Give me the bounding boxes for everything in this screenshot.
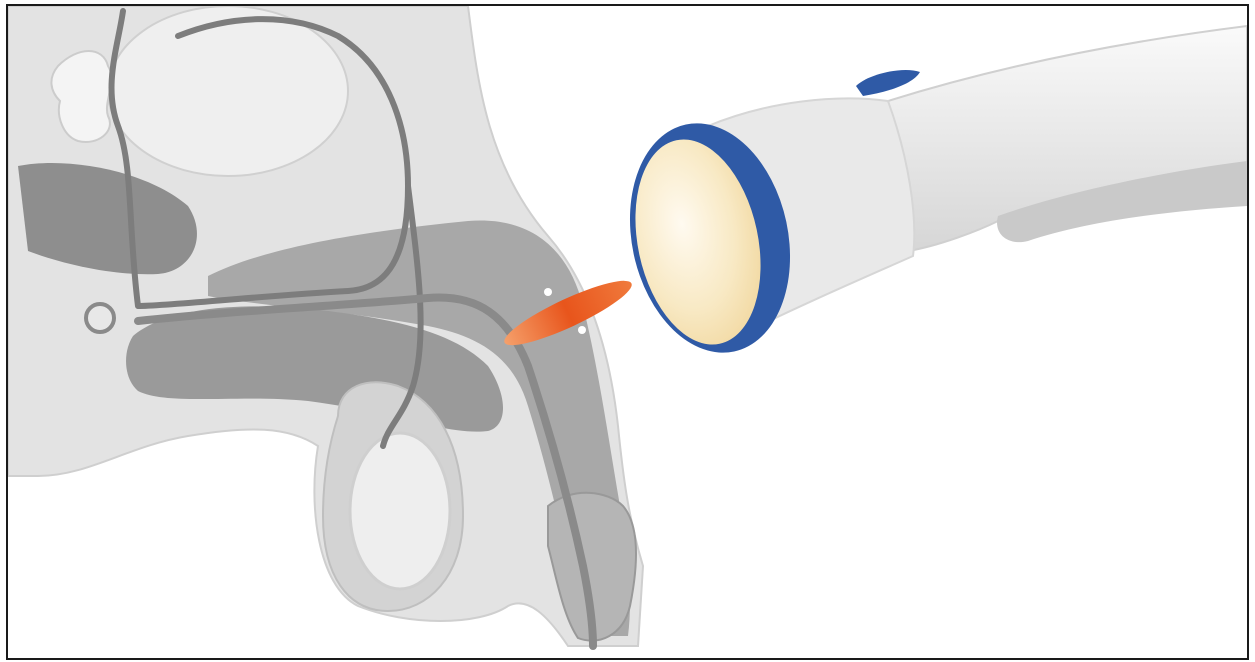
applicator-button [856,70,920,96]
bulbourethral-gland [86,304,114,332]
testis [350,433,450,589]
medical-illustration [8,6,1247,658]
bladder [108,6,348,176]
shockwave-applicator [610,26,1247,368]
illustration-frame [6,4,1249,660]
